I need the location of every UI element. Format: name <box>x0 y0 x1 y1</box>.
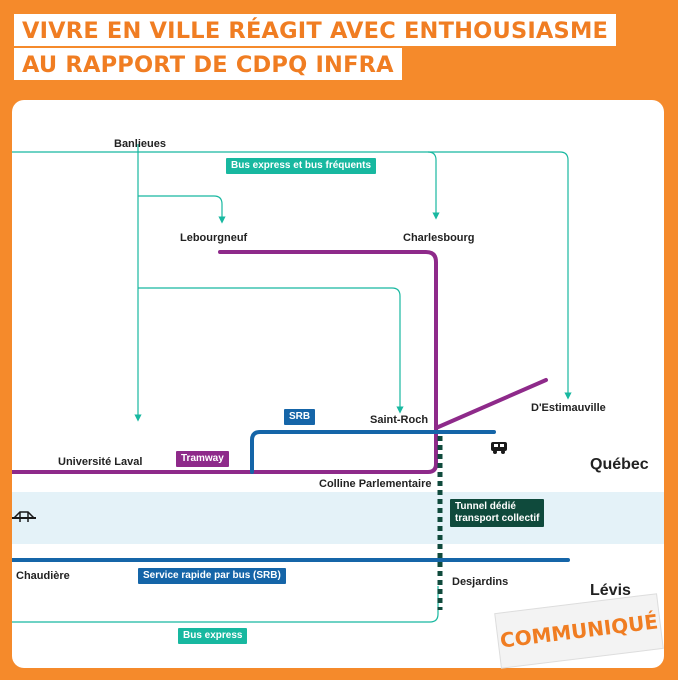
city-label-quebec: Québec <box>590 456 649 473</box>
station-label-universite-laval: Université Laval <box>58 456 143 468</box>
station-label-banlieues: Banlieues <box>114 138 166 150</box>
bus-icon <box>491 442 507 454</box>
station-label-destimauville: D'Estimauville <box>531 402 606 414</box>
tag-tunnel-line-1: Tunnel dédié <box>455 501 516 512</box>
station-label-saint-roch: Saint-Roch <box>370 414 429 426</box>
srb-lines <box>12 430 570 562</box>
tag-bus-express-frequents: Bus express et bus fréquents <box>226 158 377 174</box>
tag-tramway: Tramway <box>176 451 229 467</box>
tag-service-rapide: Service rapide par bus (SRB) <box>138 568 286 584</box>
station-label-charlesbourg: Charlesbourg <box>403 232 475 244</box>
station-label-lebourgneuf: Lebourgneuf <box>180 232 248 244</box>
city-label-levis: Lévis <box>590 582 631 599</box>
headline-line-2: AU RAPPORT DE CDPQ INFRA <box>14 48 402 80</box>
tag-srb: SRB <box>284 409 316 425</box>
tag-tunnel: Tunnel dédié transport collectif <box>450 499 545 527</box>
transit-map-card: Banlieues Lebourgneuf Charlesbourg D'Est… <box>12 100 664 668</box>
tag-bus-express: Bus express <box>178 628 248 644</box>
headline-line-1: VIVRE EN VILLE RÉAGIT AVEC ENTHOUSIASME <box>14 14 617 46</box>
bridge-icon <box>12 511 36 522</box>
bus-network <box>12 144 572 623</box>
river <box>12 492 664 544</box>
tag-tunnel-line-2: transport collectif <box>455 513 540 524</box>
station-label-colline-parlementaire: Colline Parlementaire <box>319 478 432 490</box>
tramway-line <box>12 250 548 474</box>
station-label-chaudiere: Chaudière <box>16 570 70 582</box>
transit-map <box>12 144 664 623</box>
station-label-desjardins: Desjardins <box>452 576 509 588</box>
